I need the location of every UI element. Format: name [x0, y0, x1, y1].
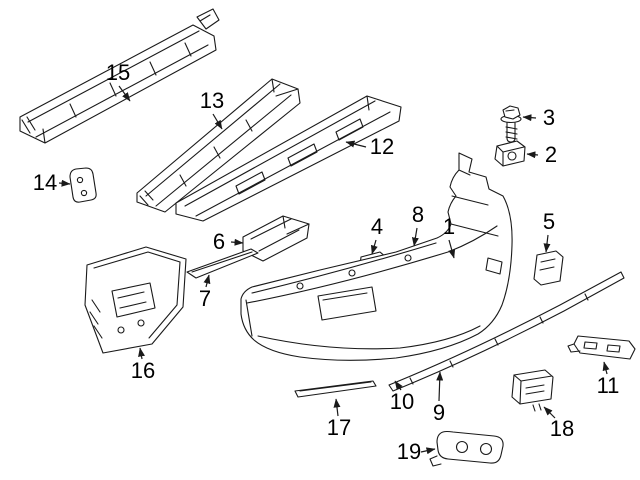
callout-arrow	[436, 371, 444, 402]
part-clip-nut-2	[494, 140, 526, 167]
callout-arrows	[58, 85, 610, 455]
callout-label[interactable]: 9	[432, 400, 446, 425]
callout-label[interactable]: 19	[396, 439, 422, 464]
callout-arrow	[58, 179, 71, 187]
callout-arrow	[522, 114, 537, 122]
callout-label[interactable]: 16	[130, 358, 156, 383]
callout-label[interactable]: 11	[596, 373, 620, 398]
part-trim-strip-7	[186, 248, 259, 279]
part-lower-molding-strip	[388, 271, 625, 392]
part-mid-reinforcement-bar	[136, 78, 301, 213]
callout-label[interactable]: 3	[542, 105, 556, 130]
part-bumper-cover-1	[240, 152, 513, 361]
callout-label[interactable]: 15	[105, 60, 131, 85]
part-mounting-rail-11	[567, 335, 636, 360]
callout-label[interactable]: 5	[542, 209, 556, 234]
part-bracket-5	[533, 250, 564, 286]
callout-arrow	[370, 239, 378, 255]
callout-arrow	[203, 274, 211, 288]
callout-arrow	[118, 85, 131, 102]
callout-arrow	[230, 238, 244, 246]
callout-arrow	[420, 447, 436, 455]
callout-label[interactable]: 4	[370, 214, 384, 239]
callout-label[interactable]: 6	[212, 229, 226, 254]
callout-label[interactable]: 1	[442, 214, 456, 239]
callout-arrow	[526, 151, 539, 159]
callout-label[interactable]: 2	[544, 142, 558, 167]
callout-label[interactable]: 10	[389, 389, 415, 414]
callout-arrow	[543, 234, 551, 253]
part-trim-strip-17	[294, 380, 377, 398]
part-bolt-3	[500, 105, 522, 143]
part-side-support-16	[84, 246, 187, 354]
part-control-module-18	[511, 369, 554, 412]
callout-label[interactable]: 7	[198, 286, 212, 311]
callout-arrow	[212, 113, 223, 130]
callout-arrow	[448, 239, 456, 259]
part-upper-impact-bar	[19, 8, 220, 144]
callout-label[interactable]: 14	[32, 170, 58, 195]
callout-arrow	[411, 227, 419, 247]
callout-label[interactable]: 8	[411, 202, 425, 227]
callout-arrow	[543, 406, 556, 419]
callout-label[interactable]: 18	[549, 416, 575, 441]
part-energy-absorber	[175, 95, 402, 222]
callout-arrow	[394, 380, 403, 391]
callout-arrow	[345, 140, 367, 148]
part-guide-bracket-6	[242, 215, 310, 262]
callout-label[interactable]: 13	[199, 88, 225, 113]
callout-arrow	[602, 361, 610, 375]
callout-label[interactable]: 17	[326, 415, 352, 440]
part-mounting-plate-14	[69, 167, 97, 203]
part-sensor-bracket-19	[429, 430, 504, 467]
callout-arrow	[138, 347, 145, 360]
callout-arrow	[333, 398, 341, 417]
callout-label[interactable]: 12	[369, 134, 395, 159]
